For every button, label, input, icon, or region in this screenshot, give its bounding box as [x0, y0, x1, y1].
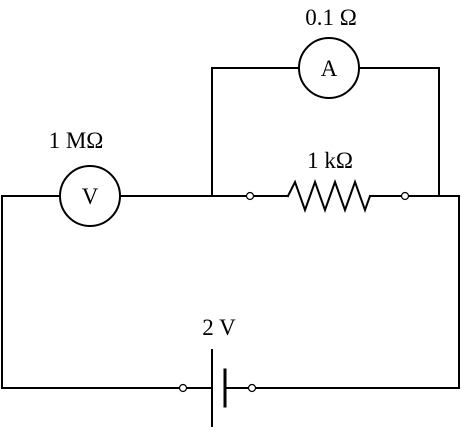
resistor-right-terminal	[400, 191, 410, 201]
voltmeter: V	[59, 165, 121, 227]
voltmeter-resistance-label: 1 MΩ	[49, 128, 104, 153]
ammeter-circle	[298, 37, 360, 99]
wire-left-outer	[1, 195, 184, 389]
resistor-left-terminal	[245, 191, 255, 201]
ammeter-resistance-label: 0.1 Ω	[305, 5, 357, 30]
battery-right-terminal	[247, 383, 257, 393]
resistor-symbol	[286, 179, 372, 213]
voltmeter-symbol: V	[82, 184, 99, 209]
wire-ammeter-branch	[211, 67, 440, 197]
wire-right-outer	[251, 195, 460, 389]
resistor-label: 1 kΩ	[307, 148, 353, 173]
ammeter-symbol: A	[321, 56, 338, 81]
ammeter: A	[298, 37, 360, 99]
battery-left-terminal	[178, 383, 188, 393]
voltmeter-circle	[59, 165, 121, 227]
battery-label: 2 V	[202, 315, 236, 340]
